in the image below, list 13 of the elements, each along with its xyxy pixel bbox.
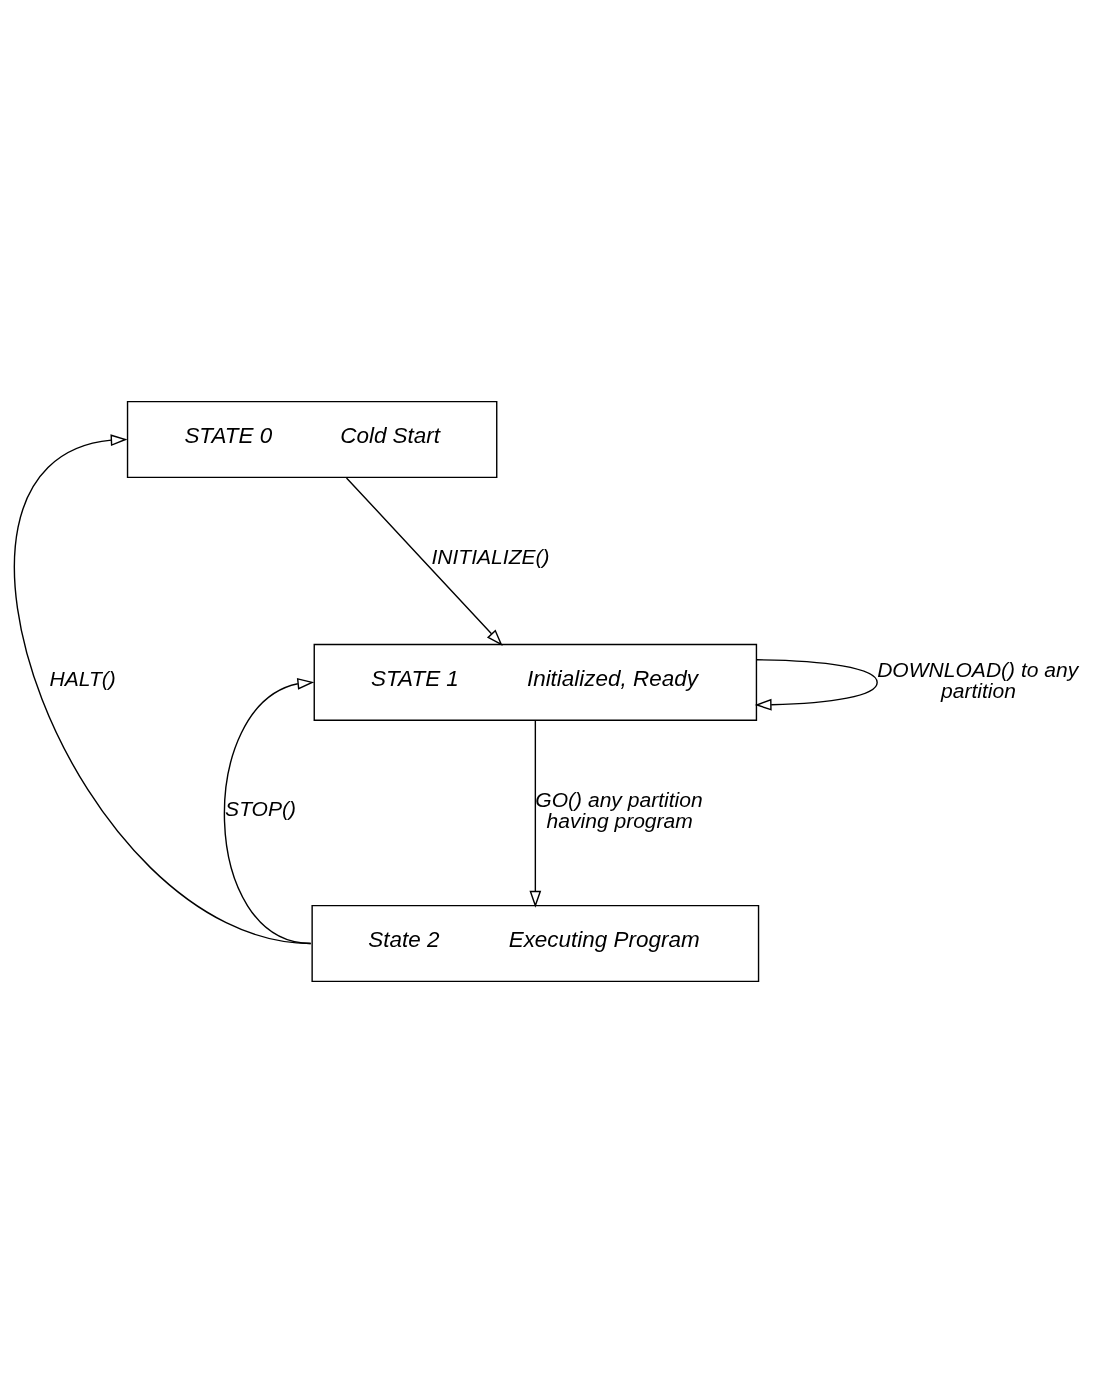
edge-label: HALT() xyxy=(49,666,116,690)
node-box: STATE 0 Cold Start xyxy=(126,400,498,478)
arrow xyxy=(754,658,878,711)
edge-label: INITIALIZE() xyxy=(431,544,550,568)
arrow xyxy=(223,677,315,944)
edge-label: DOWNLOAD() to any partition xyxy=(877,657,1079,702)
edge-label: STOP() xyxy=(225,796,297,820)
edge-label: GO() any partition having program xyxy=(535,787,703,832)
node-box: State 2 Executing Program xyxy=(311,904,760,982)
arrow xyxy=(529,719,542,908)
arrow xyxy=(345,476,503,646)
arrow xyxy=(13,433,312,944)
node-box: STATE 1 Initialized, Ready xyxy=(313,643,758,721)
